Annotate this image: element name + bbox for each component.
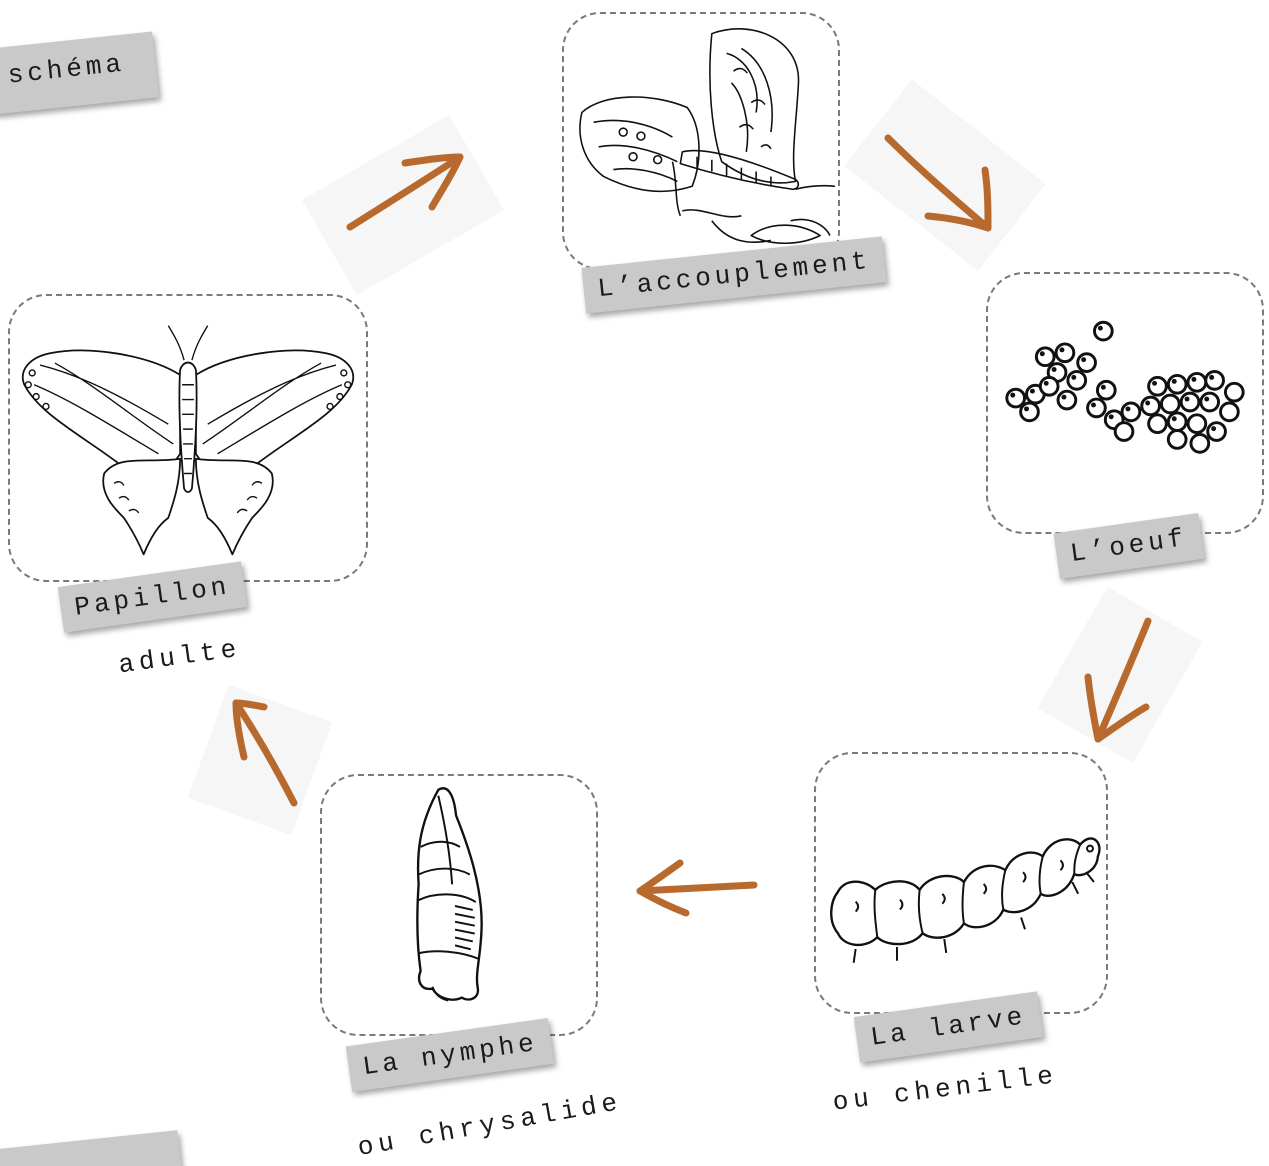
adult-sublabel: adulte: [117, 634, 244, 681]
arrow-larva-to-pupa: [630, 855, 760, 920]
pupa-sublabel: ou chrysalide: [355, 1087, 624, 1163]
footer-tag: [0, 1130, 182, 1166]
header-tag: schéma: [0, 32, 159, 115]
larva-card: [814, 752, 1108, 1014]
mating-butterflies-icon: [564, 14, 838, 268]
chrysalis-icon: [322, 776, 596, 1034]
butterfly-icon: [10, 296, 366, 580]
eggs-icon: [988, 274, 1262, 532]
caterpillar-icon: [816, 754, 1106, 1012]
arrow-adult-to-mating: [340, 145, 470, 240]
egg-card: [986, 272, 1264, 534]
arrow-mating-to-egg: [880, 130, 995, 235]
arrow-egg-to-larva: [1080, 615, 1155, 745]
pupa-card: [320, 774, 598, 1036]
larva-sublabel: ou chenille: [831, 1060, 1060, 1117]
mating-card: [562, 12, 840, 270]
arrow-pupa-to-adult: [222, 695, 302, 810]
adult-card: [8, 294, 368, 582]
